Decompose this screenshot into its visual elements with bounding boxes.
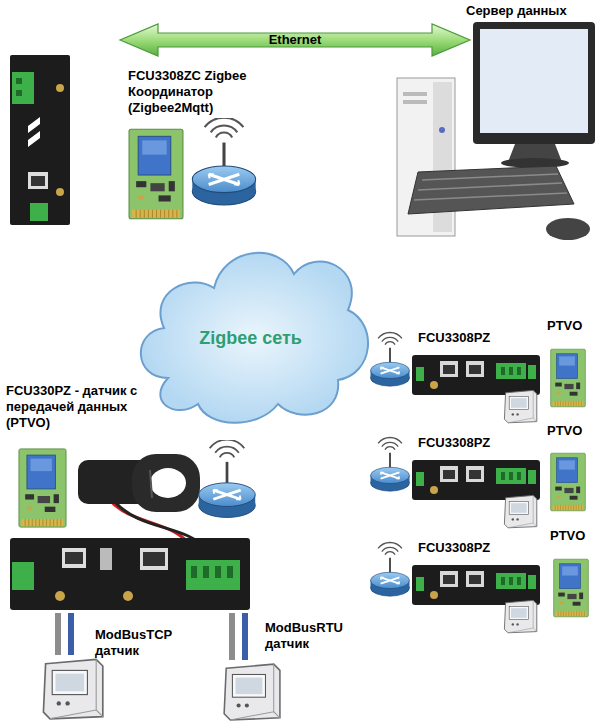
router-device: FCU3308PZ: [368, 540, 545, 638]
modbus-sensor: ModBusTCP датчик: [38, 655, 178, 721]
device-label: FCU3308ZC Zigbee Координатор (Zigbee2Mqt…: [128, 68, 268, 116]
device-label: ModBusTCP датчик: [95, 627, 179, 659]
device-label: PTVO: [550, 528, 598, 544]
ptvo-module: PTVO: [548, 528, 596, 628]
zigbee-cloud: Zigbee сеть: [128, 228, 373, 433]
ptvo-module: PTVO: [545, 423, 593, 523]
ptvo-module: PTVO: [545, 318, 593, 418]
modbus-sensor: ModBusRTU датчик: [220, 660, 348, 722]
device-label: ModBusRTU датчик: [265, 620, 351, 652]
device-label: FCU3308PZ: [418, 435, 538, 451]
cable-wire: [68, 613, 74, 655]
cable: [55, 613, 61, 655]
device-label: PTVO: [547, 423, 597, 439]
cable: [229, 613, 235, 660]
device-label: FCU3308PZ: [418, 540, 538, 556]
device-label: FCU330PZ - датчик с передачей данных (PT…: [6, 383, 156, 431]
device-label: Сервер данных: [466, 3, 596, 19]
cloud-label: Zigbee сеть: [128, 327, 373, 349]
edge-label: Ethernet: [269, 32, 322, 48]
router-device: FCU3308PZ: [368, 330, 545, 428]
cable-wire: [242, 613, 248, 660]
coordinator-device: FCU3308ZC Zigbee Координатор (Zigbee2Mqt…: [10, 40, 255, 228]
device-label: FCU3308PZ: [418, 330, 538, 346]
sensor-device: FCU330PZ - датчик с передачей данных (PT…: [4, 383, 262, 613]
router-device: FCU3308PZ: [368, 435, 545, 533]
ethernet-arrow: [120, 24, 470, 56]
server-computer: Сервер данных: [470, 3, 595, 238]
device-label: PTVO: [547, 318, 597, 334]
